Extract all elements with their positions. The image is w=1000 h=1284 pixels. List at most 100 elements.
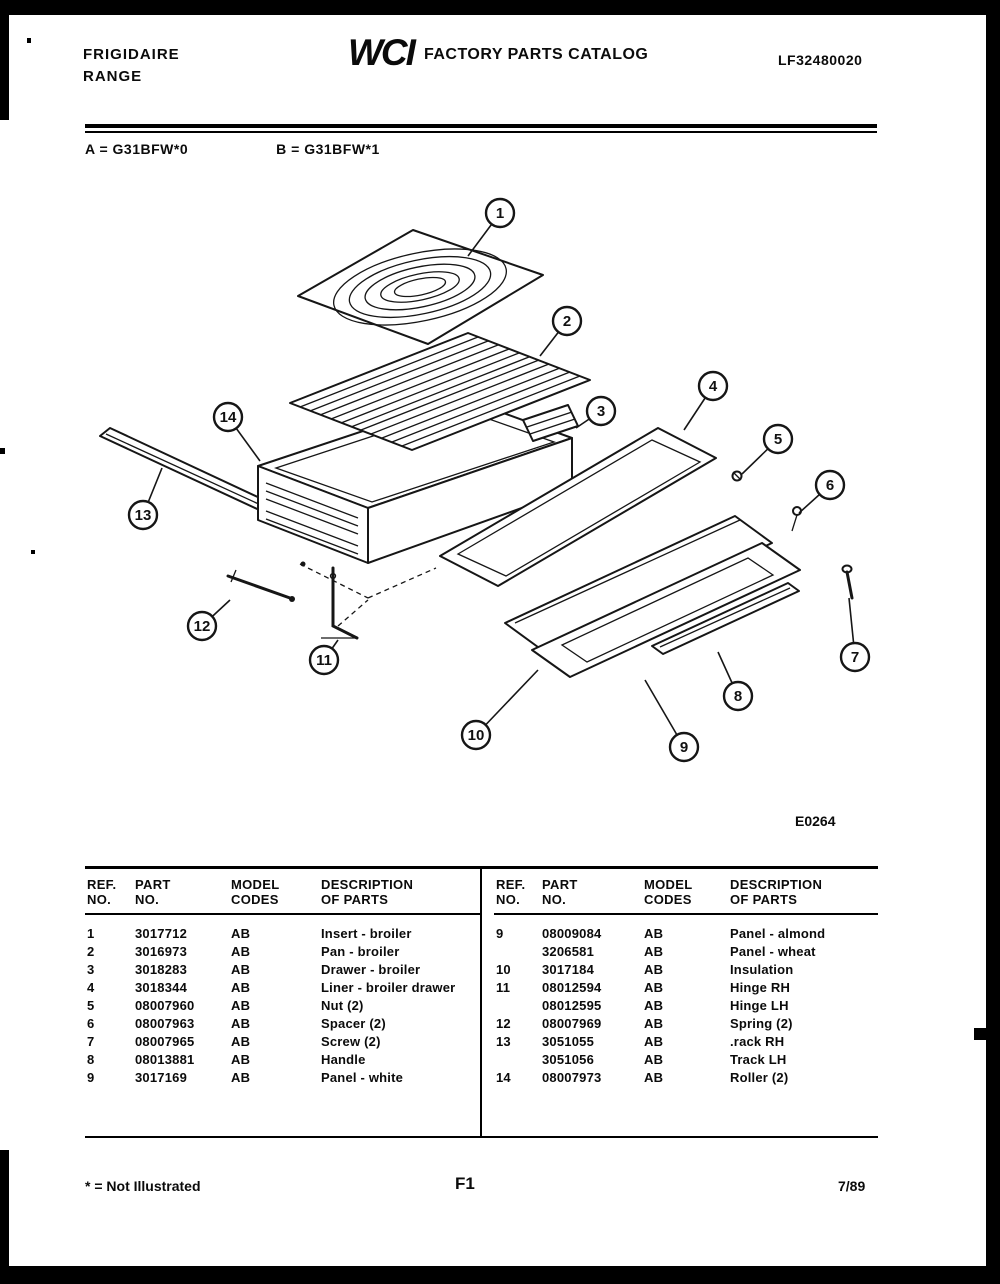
cell-part: 08009084: [542, 926, 602, 941]
cell-model: AB: [644, 998, 664, 1013]
cell-desc: Insert - broiler: [321, 926, 412, 941]
cell-ref: 5: [87, 998, 95, 1013]
scan-artifact-left-tick: [0, 448, 5, 454]
cell-desc: Nut (2): [321, 998, 364, 1013]
catalog-title: FACTORY PARTS CATALOG: [423, 46, 649, 63]
cell-part: 08007973: [542, 1070, 602, 1085]
cell-ref: 2: [87, 944, 95, 959]
cell-model: AB: [644, 980, 664, 995]
callout-circle-13: [127, 499, 159, 531]
callout-number-5: 5: [774, 431, 782, 448]
cell-ref: 4: [87, 980, 95, 995]
part-spring: [226, 569, 295, 602]
cell-model: AB: [644, 944, 664, 959]
col-ref-no: REF.NO.: [85, 869, 133, 915]
cell-desc: Panel - wheat: [730, 944, 816, 959]
cell-model: AB: [231, 962, 251, 977]
cell-desc: Roller (2): [730, 1070, 789, 1085]
cell-part: 3018344: [135, 980, 188, 995]
cell-model: AB: [231, 1052, 251, 1067]
cell-desc: Track LH: [730, 1052, 787, 1067]
cell-ref: 9: [496, 926, 504, 941]
scan-border-left-top: [0, 0, 9, 120]
part-spacer: [791, 506, 802, 532]
cell-part: 3018283: [135, 962, 188, 977]
callout-number-7: 7: [851, 649, 859, 666]
callout-number-14: 14: [220, 409, 237, 426]
callout-circle-3: [585, 395, 617, 427]
callout-circle-4: [697, 370, 729, 402]
part-front-panel: [531, 542, 801, 678]
cell-desc: .rack RH: [730, 1034, 785, 1049]
col-ref-no: REF.NO.: [494, 869, 540, 915]
callout-number-12: 12: [194, 618, 211, 635]
scan-border-top: [0, 0, 1000, 15]
part-drawer-body: [257, 397, 573, 564]
cell-part: 08013881: [135, 1052, 195, 1067]
wci-logo: WCI: [348, 32, 416, 73]
part-liner: [439, 427, 717, 587]
model-a: A = G31BFW*0: [85, 141, 189, 157]
cell-model: AB: [231, 980, 251, 995]
cell-ref: [494, 997, 540, 1015]
cell-ref: 1: [87, 926, 95, 941]
part-broiler-insert: [297, 229, 544, 345]
cell-part: 3017712: [135, 926, 188, 941]
callout-number-11: 11: [316, 652, 332, 669]
cell-part: 3017169: [135, 1070, 188, 1085]
cell-ref: 10: [496, 962, 511, 977]
cell-model: AB: [231, 1070, 251, 1085]
callout-circle-2: [551, 305, 583, 337]
callout-number-3: 3: [597, 403, 605, 420]
cell-model: AB: [231, 944, 251, 959]
cell-ref: [494, 1051, 540, 1069]
cell-desc: Hinge RH: [730, 980, 791, 995]
scan-artifact-dot2: [31, 550, 35, 554]
cell-desc: Spacer (2): [321, 1016, 386, 1031]
cell-model: AB: [644, 1070, 664, 1085]
cell-model: AB: [231, 1034, 251, 1049]
cell-part: 3051055: [542, 1034, 595, 1049]
page-number: F1: [455, 1174, 475, 1193]
brand-product: RANGE: [83, 68, 143, 85]
callout-circle-14: [212, 401, 244, 433]
scan-artifact-dot1: [27, 38, 31, 43]
callout-circle-8: [722, 680, 754, 712]
brand-block: FRIGIDAIRE RANGE: [83, 44, 180, 88]
cell-part: 3051056: [542, 1052, 595, 1067]
cell-model: AB: [644, 926, 664, 941]
scan-border-right: [986, 0, 1000, 1284]
cell-model: AB: [231, 1016, 251, 1031]
callout-circle-5: [762, 423, 794, 455]
part-nut: [731, 470, 743, 482]
cell-model: AB: [644, 1034, 664, 1049]
callout-circle-9: [668, 731, 700, 763]
scan-border-bottom: [0, 1266, 1000, 1284]
cell-part: 08007963: [135, 1016, 195, 1031]
callout-number-4: 4: [709, 378, 718, 395]
cell-part: 08012594: [542, 980, 602, 995]
